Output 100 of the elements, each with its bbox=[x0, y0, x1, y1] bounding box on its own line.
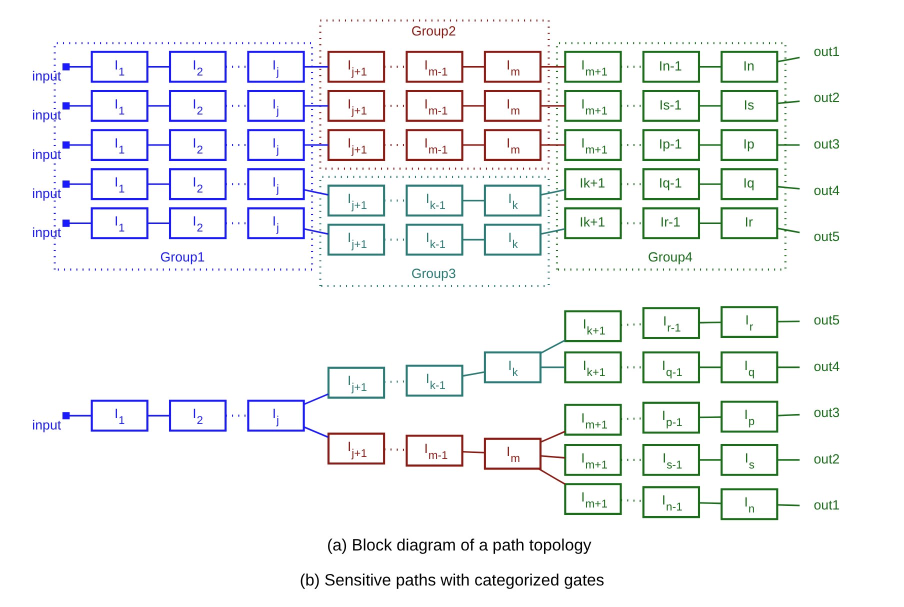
node-box: I$_{q-1}$ bbox=[642, 351, 700, 384]
connector bbox=[69, 222, 92, 224]
connector bbox=[148, 144, 170, 146]
connector bbox=[69, 66, 92, 68]
node-box: I$_{m-1}$ bbox=[406, 90, 464, 122]
node-label: input bbox=[32, 417, 62, 432]
label: (a) Block diagram of a path topology bbox=[327, 536, 592, 554]
node-box: I$_{q}$ bbox=[720, 351, 778, 384]
node-text: out2 bbox=[814, 451, 840, 466]
node-text: out1 bbox=[814, 44, 840, 59]
connector bbox=[462, 451, 485, 454]
node-box: I$_{k-1}$ bbox=[406, 184, 464, 217]
node-box: I$_{2}$ bbox=[169, 207, 227, 240]
node-text: out3 bbox=[814, 405, 840, 420]
node-box bbox=[62, 180, 70, 188]
connector bbox=[777, 100, 800, 104]
node-box: Is-1 bbox=[642, 90, 700, 122]
connector bbox=[778, 144, 800, 146]
node-box: I$_{p-1}$ bbox=[642, 402, 700, 434]
node-text: out3 bbox=[814, 136, 840, 152]
connector bbox=[699, 66, 722, 68]
connector bbox=[699, 105, 722, 107]
connector bbox=[148, 105, 170, 107]
node-box: I$_{2}$ bbox=[169, 50, 227, 83]
node-box: I$_{j+1}$ bbox=[327, 184, 386, 217]
node-box: I$_{r}$ bbox=[720, 306, 778, 338]
node-box: I$_{m+1}$ bbox=[564, 50, 622, 83]
node-box: I$_{2}$ bbox=[169, 129, 227, 161]
node-box: I$_{m+1}$ bbox=[564, 483, 622, 515]
node-box: I$_{j+1}$ bbox=[327, 90, 386, 122]
connector bbox=[699, 144, 722, 146]
connector bbox=[540, 366, 565, 368]
node-box: I$_{j+1}$ bbox=[327, 129, 386, 161]
node-box: In-1 bbox=[642, 50, 700, 83]
node-box: I$_{r-1}$ bbox=[642, 307, 700, 339]
connector bbox=[699, 416, 722, 418]
connector bbox=[462, 144, 485, 146]
connector bbox=[777, 56, 800, 62]
connector bbox=[699, 502, 722, 504]
node-box: Iq bbox=[720, 168, 778, 200]
node-box: I$_{1}$ bbox=[90, 207, 148, 240]
node-box: I$_{m+1}$ bbox=[564, 90, 622, 122]
connector bbox=[462, 238, 485, 240]
node-box: I$_{j}$ bbox=[247, 90, 305, 122]
node-box: I$_{s-1}$ bbox=[642, 444, 700, 476]
node-box bbox=[62, 102, 70, 110]
node-box: Ik+1 bbox=[564, 168, 622, 200]
node-box: I$_{k+1}$ bbox=[564, 351, 622, 384]
node-box: I$_{k+1}$ bbox=[564, 310, 622, 342]
node-box: Is bbox=[720, 90, 778, 122]
connector bbox=[148, 414, 170, 416]
node-box: I$_{j+1}$ bbox=[327, 366, 386, 399]
node-text: out4 bbox=[814, 182, 840, 198]
node-box: I$_{m-1}$ bbox=[406, 50, 464, 83]
node-label: input bbox=[32, 225, 62, 240]
node-box: I$_{j+1}$ bbox=[327, 50, 386, 83]
connector bbox=[304, 66, 328, 68]
node-text: out5 bbox=[814, 229, 840, 244]
connector bbox=[69, 144, 92, 146]
node-text: out4 bbox=[814, 358, 840, 374]
connector bbox=[304, 105, 328, 107]
caption: (b) Sensitive paths with categorized gates bbox=[300, 571, 604, 590]
connector bbox=[304, 189, 328, 196]
node-box: I$_{1}$ bbox=[90, 168, 148, 200]
connector bbox=[462, 200, 485, 202]
node-label: input bbox=[32, 68, 62, 84]
connector bbox=[699, 322, 722, 324]
connector bbox=[778, 504, 800, 506]
connector bbox=[304, 228, 328, 235]
node-box: I$_{m}$ bbox=[484, 50, 542, 83]
node-box: I$_{j}$ bbox=[247, 168, 305, 200]
node-box: I$_{n-1}$ bbox=[642, 486, 700, 518]
node-box: I$_{m+1}$ bbox=[564, 129, 622, 161]
connector bbox=[148, 66, 170, 68]
connector bbox=[540, 66, 565, 68]
connector bbox=[69, 105, 92, 107]
node-box: I$_{1}$ bbox=[90, 400, 148, 432]
connector bbox=[540, 228, 566, 235]
node-text: out1 bbox=[814, 498, 840, 513]
connector bbox=[699, 366, 722, 368]
connector bbox=[540, 189, 566, 196]
connector bbox=[462, 371, 485, 377]
node-label: input bbox=[32, 146, 62, 162]
connector bbox=[462, 66, 485, 68]
connector bbox=[778, 459, 800, 461]
connector bbox=[777, 414, 800, 416]
node-box bbox=[62, 412, 70, 420]
node-box: I$_{j}$ bbox=[247, 207, 305, 240]
node-box: I$_{2}$ bbox=[169, 168, 227, 200]
node-label: input bbox=[32, 186, 62, 201]
connector bbox=[777, 186, 800, 190]
connector bbox=[304, 144, 328, 146]
node-box: I$_{k-1}$ bbox=[406, 224, 464, 256]
node-box: I$_{m}$ bbox=[484, 90, 542, 122]
node-box: Iq-1 bbox=[642, 168, 700, 200]
connector bbox=[540, 105, 565, 107]
connector bbox=[148, 183, 170, 185]
connector bbox=[304, 393, 329, 406]
node-box: I$_{n}$ bbox=[720, 488, 778, 520]
node-box: I$_{j+1}$ bbox=[327, 224, 386, 256]
